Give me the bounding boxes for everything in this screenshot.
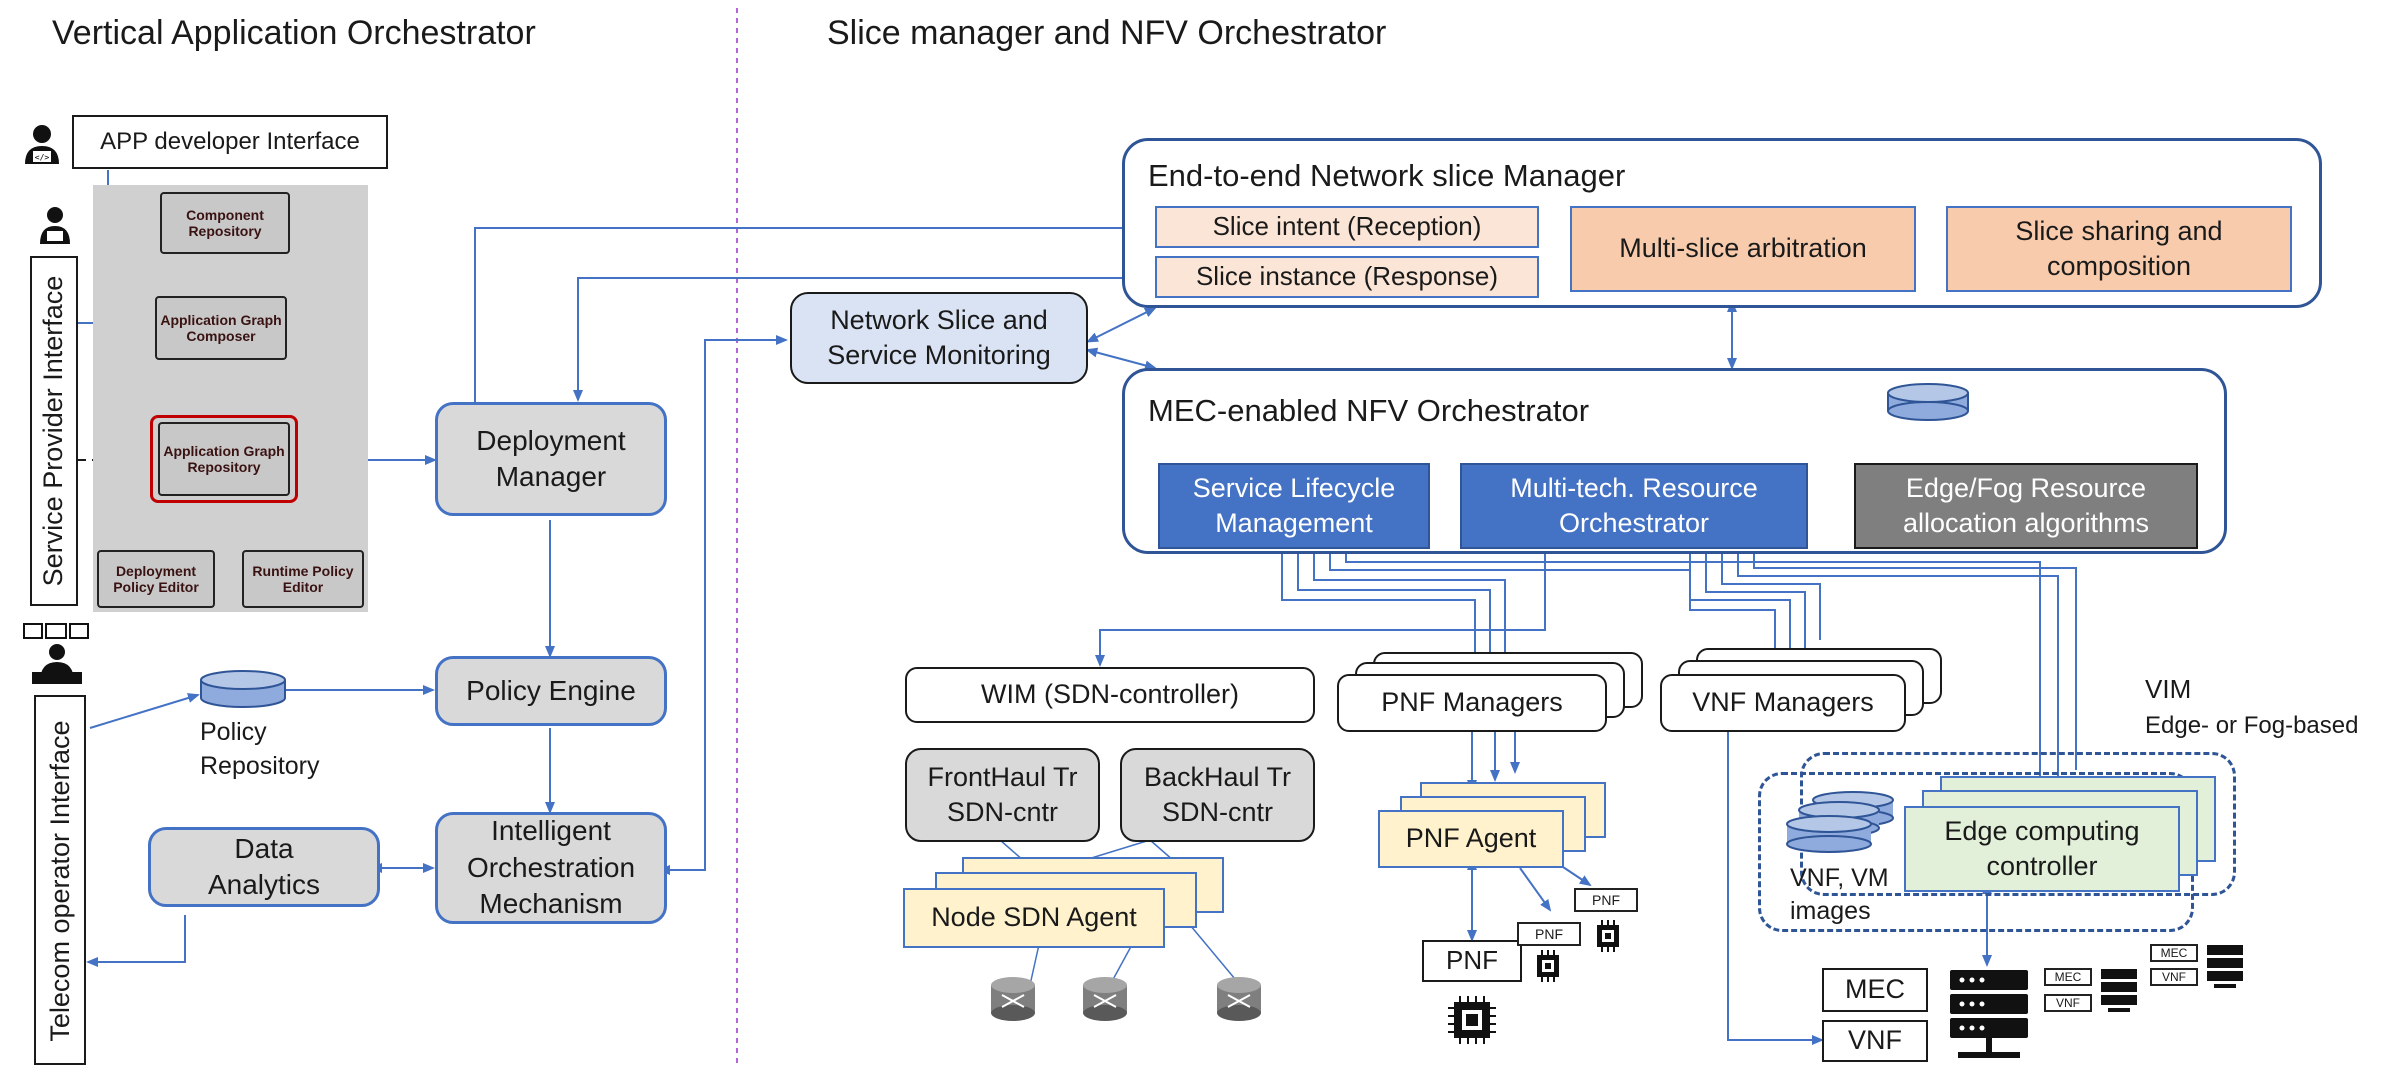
vim-sublabel: Edge- or Fog-based <box>2145 712 2359 739</box>
application-graph-composer[interactable]: Application Graph Composer <box>155 296 287 360</box>
pnf-agent[interactable]: PNF Agent <box>1378 810 1564 868</box>
component-repository[interactable]: Component Repository <box>160 192 290 254</box>
edge-fog-resource-allocation[interactable]: Edge/Fog Resource allocation algorithms <box>1854 463 2198 549</box>
slice-sharing-composition[interactable]: Slice sharing and composition <box>1946 206 2292 292</box>
vnf-small-label: VNF <box>2044 994 2092 1012</box>
pnf-small-label: PNF <box>1574 888 1638 912</box>
telecom-operator-interface-label: Telecom operator Interface <box>45 720 76 1042</box>
multi-slice-arbitration[interactable]: Multi-slice arbitration <box>1570 206 1916 292</box>
vim-label: VIM <box>2145 674 2192 704</box>
vnf-managers[interactable]: VNF Managers <box>1660 674 1906 732</box>
slice-intent-reception[interactable]: Slice intent (Reception) <box>1155 206 1539 248</box>
svg-text:</>: </> <box>35 153 50 162</box>
policy-repository-label: Policy Repository <box>200 718 320 780</box>
node-sdn-agent[interactable]: Node SDN Agent <box>903 888 1165 948</box>
mec-node[interactable]: MEC <box>1822 968 1928 1012</box>
app-developer-interface[interactable]: APP developer Interface <box>72 115 388 169</box>
chip-icon <box>1597 920 1619 952</box>
fronthaul-sdn-controller[interactable]: FrontHaul Tr SDN-cntr <box>905 748 1100 842</box>
mec-small-label: MEC <box>2150 944 2198 962</box>
service-lifecycle-management[interactable]: Service Lifecycle Management <box>1158 463 1430 549</box>
deployment-manager[interactable]: Deployment Manager <box>435 402 667 516</box>
operator-icon <box>23 623 89 684</box>
chip-icon <box>1448 996 1496 1044</box>
vao-panel <box>93 185 368 612</box>
multi-tech-resource-orchestrator[interactable]: Multi-tech. Resource Orchestrator <box>1460 463 1808 549</box>
left-section-heading: Vertical Application Orchestrator <box>52 14 536 52</box>
chip-icon <box>1537 950 1559 982</box>
runtime-policy-editor[interactable]: Runtime Policy Editor <box>242 550 364 608</box>
intelligent-orchestration-mechanism[interactable]: Intelligent Orchestration Mechanism <box>435 812 667 924</box>
graph-repository-highlight <box>150 415 298 503</box>
database-icon <box>1887 383 1969 421</box>
policy-engine[interactable]: Policy Engine <box>435 656 667 726</box>
slice-instance-response[interactable]: Slice instance (Response) <box>1155 256 1539 298</box>
database-icon <box>200 670 286 708</box>
router-icon <box>991 977 1035 1021</box>
vnf-small-label: VNF <box>2150 968 2198 986</box>
developer-icon <box>40 207 70 244</box>
pnf-small-label: PNF <box>1517 922 1581 946</box>
service-provider-interface-label: Service Provider Interface <box>38 275 69 587</box>
developer-icon: </> <box>25 125 59 164</box>
edge-computing-controller[interactable]: Edge computing controller <box>1904 806 2180 892</box>
application-graph-repository[interactable]: Application Graph Repository <box>158 422 290 496</box>
vnf-vm-images-label: VNF, VM images <box>1790 864 1889 925</box>
mec-nfv-orchestrator-title: MEC-enabled NFV Orchestrator <box>1148 393 1590 428</box>
service-provider-interface[interactable] <box>30 256 78 606</box>
data-analytics[interactable]: Data Analytics <box>148 827 380 907</box>
mec-small-label: MEC <box>2044 968 2092 986</box>
e2e-slice-manager-title: End-to-end Network slice Manager <box>1148 158 1626 193</box>
backhaul-sdn-controller[interactable]: BackHaul Tr SDN-cntr <box>1120 748 1315 842</box>
server-icon <box>2207 945 2243 988</box>
router-icon <box>1083 977 1127 1021</box>
pnf-managers[interactable]: PNF Managers <box>1337 674 1607 732</box>
vnf-node[interactable]: VNF <box>1822 1020 1928 1062</box>
server-icon <box>2101 969 2137 1012</box>
server-icon <box>1950 970 2028 1058</box>
network-slice-service-monitoring[interactable]: Network Slice and Service Monitoring <box>790 292 1088 384</box>
database-icon <box>1786 791 1894 853</box>
right-section-heading: Slice manager and NFV Orchestrator <box>827 14 1387 52</box>
wim-sdn-controller[interactable]: WIM (SDN-controller) <box>905 667 1315 723</box>
deployment-policy-editor[interactable]: Deployment Policy Editor <box>97 550 215 608</box>
pnf[interactable]: PNF <box>1422 940 1522 982</box>
router-icon <box>1217 977 1261 1021</box>
telecom-operator-interface[interactable] <box>34 695 86 1065</box>
